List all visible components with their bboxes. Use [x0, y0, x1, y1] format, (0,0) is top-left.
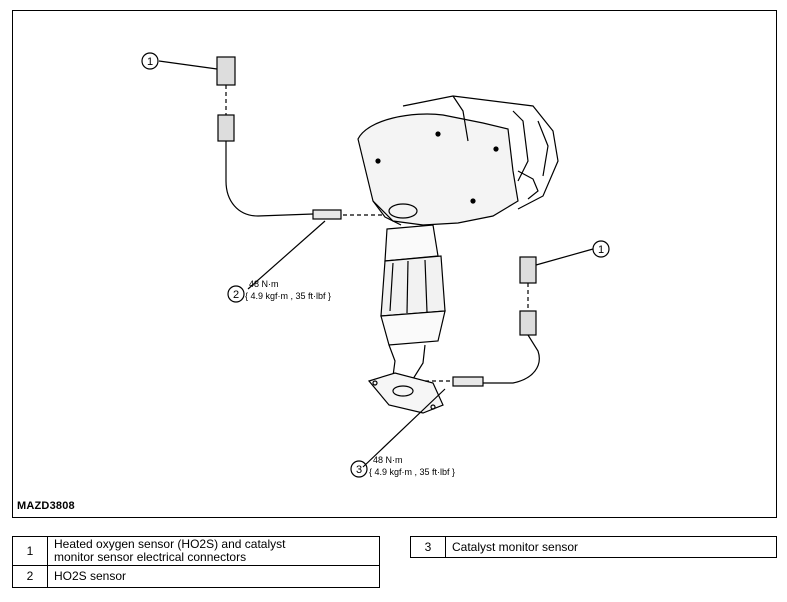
- legend-desc-2: HO2S sensor: [47, 565, 380, 588]
- exhaust-manifold-illustration: 1 1 2 3 48 N·m { 4.9 kgf·m , 35 ft·lbf }…: [141, 52, 610, 478]
- legend-num-3: 3: [410, 536, 446, 558]
- legend-row-3: 3 Catalyst monitor sensor: [410, 536, 777, 558]
- legend-table-left: 1 Heated oxygen sensor (HO2S) and cataly…: [12, 536, 380, 588]
- leader-line-3: [362, 388, 446, 468]
- legend-desc-1-line1: Heated oxygen sensor (HO2S) and catalyst: [54, 537, 286, 551]
- exhaust-flange: [367, 372, 444, 414]
- callout-circle-1b: [592, 240, 610, 258]
- figure-id: MAZD3808: [17, 500, 75, 512]
- callout-label-3: 3: [356, 464, 362, 476]
- legend-row-1: 1 Heated oxygen sensor (HO2S) and cataly…: [12, 536, 380, 566]
- callout-label-1b: 1: [598, 244, 604, 256]
- catalytic-converter: [380, 203, 446, 380]
- callout-circle-1a: [141, 52, 159, 70]
- torque-2-line2: { 4.9 kgf·m , 35 ft·lbf }: [245, 291, 331, 301]
- exhaust-manifold: [357, 95, 559, 226]
- leader-line-2: [247, 220, 326, 290]
- legend-desc-1-line2: monitor sensor electrical connectors: [54, 550, 247, 564]
- legend-num-2: 2: [12, 565, 48, 588]
- legend-row-2: 2 HO2S sensor: [12, 565, 380, 588]
- torque-3-line1: 48 N·m: [373, 455, 403, 465]
- legend-desc-3: Catalyst monitor sensor: [445, 536, 777, 558]
- figure-frame: 1 1 2 3 48 N·m { 4.9 kgf·m , 35 ft·lbf }…: [12, 10, 777, 518]
- callout-circle-2: [227, 285, 245, 303]
- legend-num-1: 1: [12, 536, 48, 566]
- callout-circle-3: [350, 460, 368, 478]
- torque-3-line2: { 4.9 kgf·m , 35 ft·lbf }: [369, 467, 455, 477]
- callout-label-2: 2: [233, 289, 239, 301]
- legend-table-right: 3 Catalyst monitor sensor: [410, 536, 777, 558]
- legend-desc-1: Heated oxygen sensor (HO2S) and catalyst…: [47, 536, 380, 566]
- leader-line-1a: [158, 60, 218, 70]
- callout-label-1a: 1: [147, 56, 153, 68]
- leader-line-1b: [535, 248, 594, 266]
- torque-2-line1: 48 N·m: [249, 279, 279, 289]
- catalyst-monitor-harness: [425, 256, 540, 387]
- ho2s-harness: [216, 56, 385, 220]
